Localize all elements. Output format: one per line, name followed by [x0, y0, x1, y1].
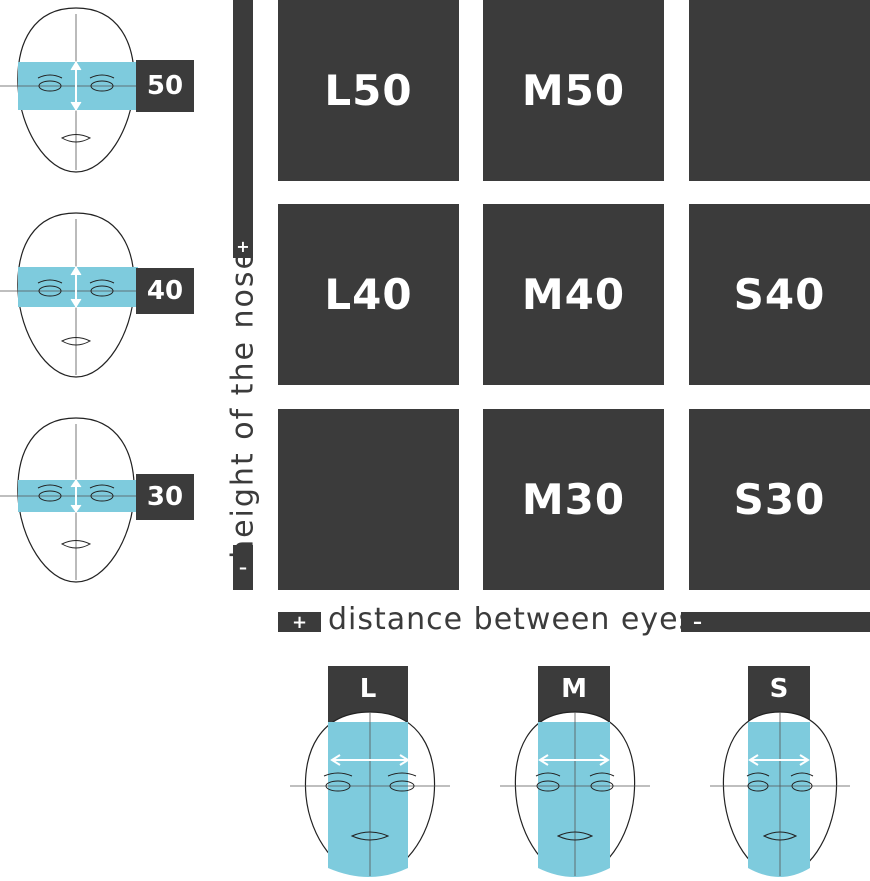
face-nose-40-icon	[0, 212, 150, 378]
vertical-axis-bar-top	[233, 0, 253, 234]
horizontal-axis-plus: +	[278, 612, 321, 633]
size-cell-m40: M40	[483, 204, 664, 385]
size-cell-l30-empty	[278, 409, 459, 590]
horizontal-axis-minus: –	[681, 612, 870, 633]
vertical-axis-plus: +	[233, 234, 253, 258]
size-cell-s40: S40	[689, 204, 870, 385]
horizontal-axis-label: distance between eyes	[328, 602, 696, 637]
size-cell-l40: L40	[278, 204, 459, 385]
face-nose-50-icon	[0, 7, 150, 173]
nose-height-50-tag: 50	[136, 60, 194, 112]
vertical-axis-minus: –	[233, 545, 253, 590]
face-eyes-l-icon	[290, 711, 450, 877]
size-cell-s30: S30	[689, 409, 870, 590]
vertical-axis-label: height of the nose	[225, 249, 261, 559]
nose-height-30-tag: 30	[136, 474, 194, 520]
nose-height-40-tag: 40	[136, 268, 194, 314]
size-cell-l50: L50	[278, 0, 459, 181]
face-eyes-m-icon	[500, 711, 650, 877]
size-cell-m50: M50	[483, 0, 664, 181]
face-eyes-s-icon	[710, 711, 850, 877]
face-nose-30-icon	[0, 417, 150, 583]
size-cell-m30: M30	[483, 409, 664, 590]
size-cell-s50-empty	[689, 0, 870, 181]
